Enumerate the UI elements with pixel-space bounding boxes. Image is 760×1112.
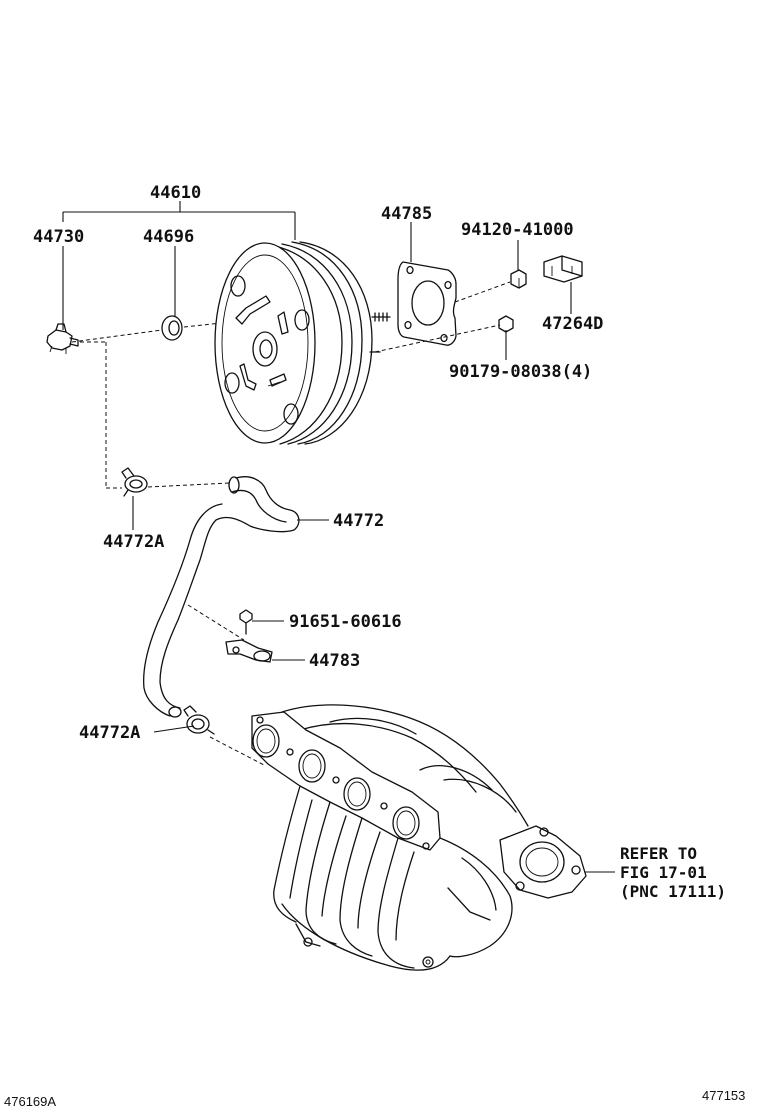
label-94120-41000: 94120-41000 <box>461 220 574 240</box>
refer-note: REFER TO FIG 17-01 (PNC 17111) <box>620 844 726 901</box>
brake-booster-icon <box>214 241 391 445</box>
label-44730: 44730 <box>33 227 84 247</box>
intake-manifold-icon <box>251 704 587 971</box>
vacuum-hose-icon <box>142 476 300 718</box>
refer-note-line1: REFER TO <box>620 844 697 863</box>
refer-note-line3: (PNC 17111) <box>620 882 726 901</box>
hose-clip-icon <box>121 467 148 497</box>
bolt-icon <box>239 609 253 635</box>
bracket-clip-icon <box>543 255 583 283</box>
label-44785: 44785 <box>381 204 432 224</box>
hose-clip-lower-icon <box>183 705 215 735</box>
page-id: 477153 <box>702 1088 745 1103</box>
label-44610: 44610 <box>150 183 201 203</box>
label-44696: 44696 <box>143 227 194 247</box>
nut-icon <box>510 269 527 289</box>
label-44783: 44783 <box>309 651 360 671</box>
grommet-icon <box>161 315 183 341</box>
label-44772A-lower: 44772A <box>79 723 140 743</box>
label-44772A-upper: 44772A <box>103 532 164 552</box>
label-91651-60616: 91651-60616 <box>289 612 402 632</box>
dashed-guide-lines <box>71 281 511 766</box>
check-valve-icon <box>46 323 79 354</box>
leader-lines <box>62 201 615 873</box>
label-47264D: 47264D <box>542 314 603 334</box>
illustration-id: 476169A <box>4 1094 56 1109</box>
washer-nut-icon <box>498 315 514 333</box>
refer-note-line2: FIG 17-01 <box>620 863 707 882</box>
hose-bracket-icon <box>225 639 273 663</box>
label-90179-08038: 90179-08038(4) <box>449 362 592 382</box>
label-44772: 44772 <box>333 511 384 531</box>
part-number-labels: 44610 44730 44696 44785 94120-41000 4726… <box>33 183 603 743</box>
gasket-icon <box>397 261 457 346</box>
